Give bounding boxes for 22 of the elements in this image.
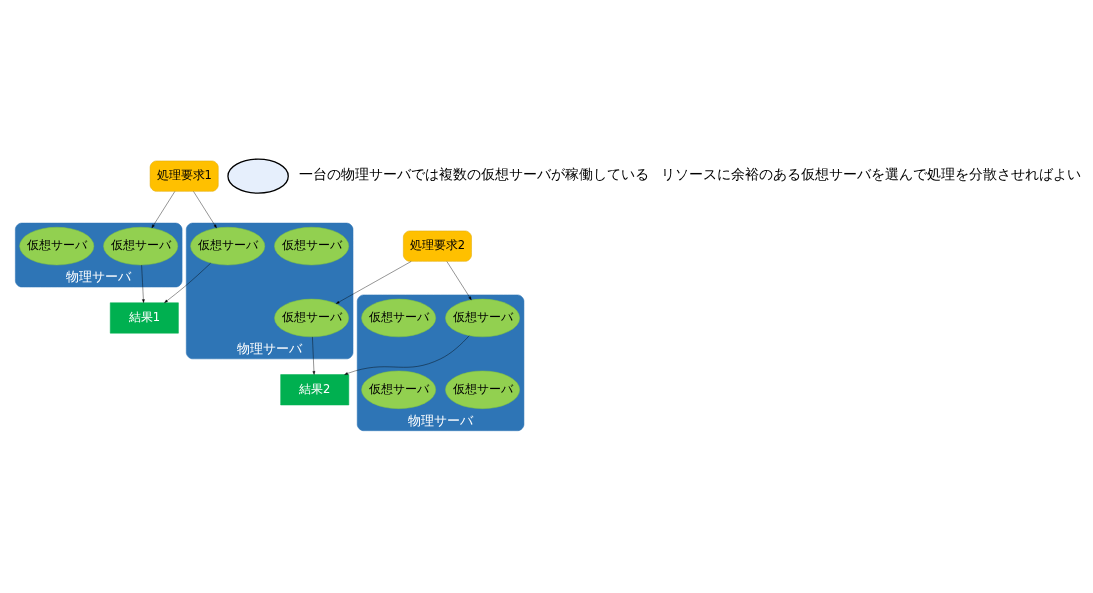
node-ellipse: 仮想サーバ [361,370,436,409]
arrow [446,260,472,300]
arrow [312,336,316,375]
arrow [335,260,412,304]
arrow [141,264,145,303]
node-box: 処理要求1 [149,160,219,192]
node-box: 処理要求2 [403,230,472,262]
node-cloud [227,157,289,194]
node-ellipse: 仮想サーバ [445,298,520,337]
node-ellipse: 仮想サーバ [445,370,520,409]
label: 一台の物理サーバでは複数の仮想サーバが稼働している [299,165,650,182]
node-box: 結果1 [110,302,179,333]
node-ellipse: 仮想サーバ [190,226,266,265]
arrow [344,334,470,375]
node-ellipse: 仮想サーバ [361,298,436,337]
node-ellipse: 仮想サーバ [103,226,179,265]
arrow [193,190,217,228]
label: リソースに余裕のある仮想サーバを選んで処理を分散させればよい [661,165,1082,182]
arrow [164,262,211,303]
arrow [151,190,176,228]
node-ellipse: 仮想サーバ [274,226,349,265]
node-ellipse: 仮想サーバ [19,226,95,265]
